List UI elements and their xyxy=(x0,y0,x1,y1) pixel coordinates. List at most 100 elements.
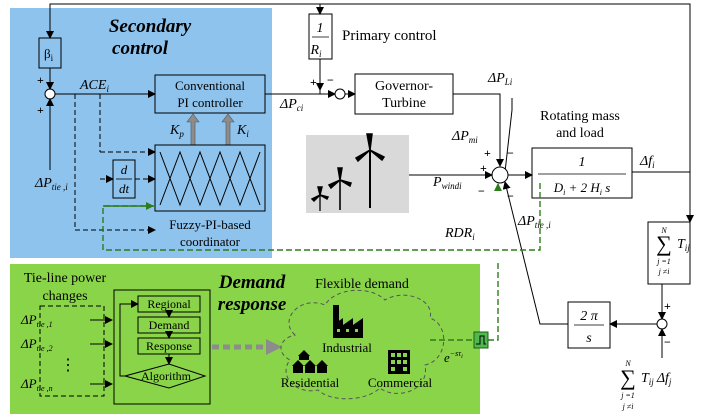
sign-plus: + xyxy=(37,103,44,117)
wind-turbine-icon xyxy=(310,133,386,211)
houses-icon xyxy=(292,350,328,373)
sync-coeff-block xyxy=(647,221,691,285)
sign-plus: + xyxy=(37,73,44,87)
derivative-num: d xyxy=(121,162,128,177)
demand-title-line2: response xyxy=(218,294,287,315)
tie-input-arrows xyxy=(90,316,113,388)
dfi-label: Δfi xyxy=(639,154,655,170)
dptie-left-label: ΔPtie ,i xyxy=(34,176,68,192)
alg-diamond xyxy=(123,363,207,389)
rotating-line2: and load xyxy=(556,126,604,141)
secondary-title-line1: Secondary xyxy=(109,16,192,37)
tf-den: Di + 2 Hi s xyxy=(553,180,611,197)
building-icon xyxy=(388,350,410,374)
integrator-block xyxy=(567,301,611,349)
delay-icon xyxy=(476,335,486,345)
main-summing-junction xyxy=(491,166,509,184)
demand-response-panel xyxy=(10,264,480,414)
delay-block xyxy=(473,331,489,349)
twopi-den: s xyxy=(586,331,592,346)
dpmi-label: ΔPmi xyxy=(451,129,478,145)
derivative-den: dt xyxy=(119,181,130,196)
tf-num: 1 xyxy=(579,155,586,170)
algorithm-box xyxy=(113,289,211,405)
flex-label: Flexible demand xyxy=(315,277,409,292)
fuzzy-line1: Fuzzy-PI-based xyxy=(169,217,251,232)
sign-minus: − xyxy=(507,146,514,160)
sign-minus: − xyxy=(507,189,514,203)
primary-summing-junction xyxy=(334,88,346,100)
bottom-sum-n: N xyxy=(624,359,631,368)
dp-dots: ⋮ xyxy=(60,357,76,374)
pi-controller-line2: PI controller xyxy=(177,95,243,110)
pwind-label: Pwindi xyxy=(432,175,462,191)
sign-minus: − xyxy=(327,73,334,87)
tie-power-line xyxy=(502,181,568,325)
sign-plus: + xyxy=(480,161,487,175)
ace-label: ACEi xyxy=(79,78,109,94)
frequency-output-line xyxy=(632,171,694,223)
droop-den: Ri xyxy=(309,43,322,59)
dr-output-arrowhead xyxy=(266,339,282,355)
tieline-line2: changes xyxy=(42,289,87,304)
sum-n: N xyxy=(660,226,667,235)
sum-sigma: ∑ xyxy=(656,231,672,256)
pi-controller-line1: Conventional xyxy=(175,78,245,93)
tieline-line1: Tie-line power xyxy=(24,271,107,286)
alg-regional-label: Regional xyxy=(147,297,191,311)
demand-title-line1: Demand xyxy=(218,272,286,293)
bottom-sum-jne: j ≠i xyxy=(622,402,634,411)
factory-icon xyxy=(333,305,363,338)
mechanical-power-line xyxy=(453,93,504,167)
algorithm-flow xyxy=(119,300,173,377)
tie-inputs-box xyxy=(39,305,105,397)
frequency-feedback-line xyxy=(49,3,691,172)
secondary-summing-junction xyxy=(44,88,56,100)
green-dashed-lines xyxy=(102,180,541,341)
bottom-sum-sigma: ∑ xyxy=(620,365,636,390)
delay-label: e−sτi xyxy=(444,349,463,365)
primary-control-label: Primary control xyxy=(342,28,437,44)
alg-response-label: Response xyxy=(146,339,192,353)
sign-plus: + xyxy=(484,146,491,160)
tie-summing-junction xyxy=(656,318,668,330)
membership-functions xyxy=(159,150,261,207)
sum-t: Tij xyxy=(677,237,690,253)
dptie-right-label: ΔPtie ,i xyxy=(517,214,551,230)
alg-demand-label: Demand xyxy=(149,318,190,332)
beta-label: βi xyxy=(44,46,54,63)
secondary-dashed-signals xyxy=(74,94,156,234)
commercial-label: Commercial xyxy=(368,375,433,390)
secondary-title-line2: control xyxy=(112,38,169,59)
ki-gain-arrow xyxy=(221,113,235,146)
bottom-sum-j1: j =1 xyxy=(620,391,635,400)
load-disturbance-line xyxy=(504,98,513,173)
twopi-num: 2 π xyxy=(580,309,599,324)
sum-jne: j ≠i xyxy=(658,267,670,276)
dp-tien: ΔPtie ,n xyxy=(20,376,53,393)
kp-gain-arrow xyxy=(186,113,200,146)
sign-plus: + xyxy=(310,75,317,89)
dpci-label: ΔPci xyxy=(279,97,304,113)
alg-algorithm-label: Algorithm xyxy=(141,369,192,383)
dpli-label: ΔPLi xyxy=(487,71,513,87)
sign-minus: − xyxy=(664,335,671,349)
fuzzy-line2: coordinator xyxy=(180,234,241,249)
wind-farm-image xyxy=(306,135,409,213)
rotating-line1: Rotating mass xyxy=(540,109,620,124)
sign-plus: + xyxy=(664,299,671,313)
rdr-label: RDRi xyxy=(444,226,475,242)
dp-tie2: ΔPtie ,2 xyxy=(20,336,53,353)
ki-label: Ki xyxy=(236,123,249,139)
dp-tie1: ΔPtie ,1 xyxy=(20,312,53,329)
flex-demand-cloud xyxy=(280,289,445,400)
residential-label: Residential xyxy=(281,375,340,390)
sign-minus: − xyxy=(478,184,485,198)
sum-j1: j =1 xyxy=(656,257,671,266)
industrial-label: Industrial xyxy=(322,340,372,355)
governor-line2: Turbine xyxy=(382,96,426,111)
kp-label: Kp xyxy=(169,123,184,139)
droop-num: 1 xyxy=(317,21,324,36)
